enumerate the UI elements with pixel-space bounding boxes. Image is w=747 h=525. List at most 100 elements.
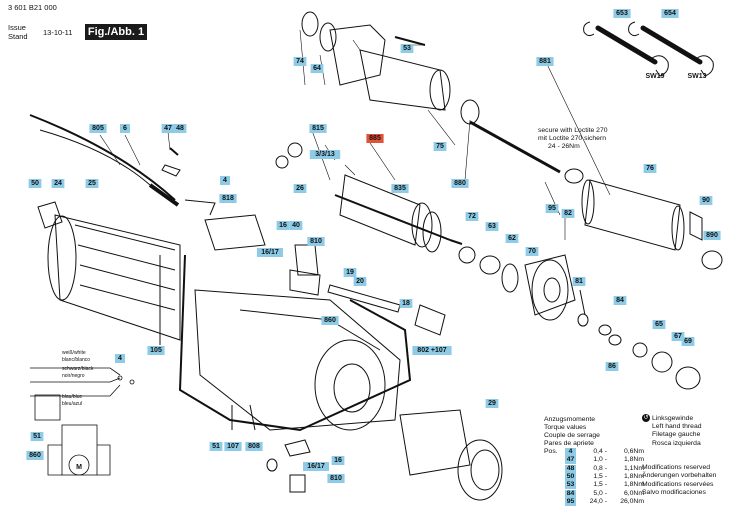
wire-color-label: schwarz/black xyxy=(62,366,94,372)
callout-74: 74 xyxy=(293,57,307,66)
torque-pos: 84 xyxy=(565,489,576,498)
callout-25: 25 xyxy=(85,179,99,188)
callout-M: M xyxy=(76,464,82,471)
callout-64: 64 xyxy=(310,64,324,73)
callout-880: 880 xyxy=(451,179,469,188)
wrench-653 xyxy=(583,21,669,77)
callout-67: 67 xyxy=(671,332,685,341)
svg-text:3/3/13: 3/3/13 xyxy=(315,151,335,158)
svg-text:51: 51 xyxy=(33,433,41,440)
torque-pos: 4 xyxy=(565,448,576,457)
svg-text:20: 20 xyxy=(356,278,364,285)
torque-pos: 47 xyxy=(565,456,576,465)
stand-label: Stand xyxy=(8,32,28,41)
callout-51: 51 xyxy=(209,442,223,451)
svg-text:95: 95 xyxy=(548,205,556,212)
callout-84: 84 xyxy=(613,296,627,305)
callout-90: 90 xyxy=(699,196,713,205)
svg-text:62: 62 xyxy=(508,235,516,242)
svg-text:51: 51 xyxy=(212,443,220,450)
callout-65: 65 xyxy=(652,320,666,329)
svg-text:880: 880 xyxy=(454,180,466,187)
modifications-note: Modifications reserved Änderungen vorbeh… xyxy=(642,464,716,497)
nose-cap-29 xyxy=(399,409,503,501)
left-hand-thread-legend: ↺Linksgewinde Left hand thread Filetage … xyxy=(642,414,702,448)
svg-text:86: 86 xyxy=(608,363,616,370)
svg-text:6: 6 xyxy=(123,125,127,132)
callout-29: 29 xyxy=(485,399,499,408)
callout-86: 86 xyxy=(605,362,619,371)
torque-v2: 0,6Nm xyxy=(623,448,644,456)
svg-text:63: 63 xyxy=(488,223,496,230)
callout-890: 890 xyxy=(703,231,721,240)
svg-text:64: 64 xyxy=(313,65,321,72)
wire-color-label: bleu/azul xyxy=(62,401,82,407)
svg-text:SW13: SW13 xyxy=(687,73,706,80)
callout-881: 881 xyxy=(536,57,554,66)
torque-v2: 1,8Nm xyxy=(623,473,644,481)
callout-802-107: 802 +107 xyxy=(412,346,452,355)
torque-v2: 6,0Nm xyxy=(623,489,644,497)
svg-text:40: 40 xyxy=(292,222,300,229)
callout-810: 810 xyxy=(307,237,325,246)
torque-v1: 24,0 - xyxy=(589,497,607,505)
svg-text:18: 18 xyxy=(402,300,410,307)
torque-pos: 48 xyxy=(565,464,576,473)
wiring-schematic xyxy=(30,367,135,476)
svg-text:16/17: 16/17 xyxy=(261,249,279,256)
svg-text:82: 82 xyxy=(564,210,572,217)
callout-48: 48 xyxy=(173,124,187,133)
svg-text:881: 881 xyxy=(539,58,551,65)
svg-text:815: 815 xyxy=(312,125,324,132)
svg-text:890: 890 xyxy=(706,232,718,239)
wire-color-label: weiß/white xyxy=(62,350,86,356)
svg-text:654: 654 xyxy=(664,10,676,17)
callout-16: 16 xyxy=(276,221,290,230)
callout-81: 81 xyxy=(572,277,586,286)
callout-26: 26 xyxy=(293,184,307,193)
torque-title-es: Pares de apriete xyxy=(544,440,594,447)
svg-text:107: 107 xyxy=(227,443,239,450)
mods-es: Salvo modificaciones xyxy=(642,488,706,496)
legend-en: Left hand thread xyxy=(652,423,702,431)
callout-47: 47 xyxy=(161,124,175,133)
callout-53: 53 xyxy=(400,44,414,53)
svg-text:860: 860 xyxy=(324,317,336,324)
svg-text:70: 70 xyxy=(528,248,536,255)
callout-808: 808 xyxy=(245,442,263,451)
callout-16-17: 16/17 xyxy=(303,462,329,471)
callout-76: 76 xyxy=(643,164,657,173)
power-cable-6 xyxy=(29,114,180,207)
torque-title-fr: Couple de serrage xyxy=(544,432,600,439)
torque-table: Anzugsmomente Torque values Couple de se… xyxy=(544,416,644,506)
callout-70: 70 xyxy=(525,247,539,256)
svg-text:69: 69 xyxy=(684,338,692,345)
callout-835: 835 xyxy=(391,184,409,193)
callout-4: 4 xyxy=(220,176,230,185)
svg-text:885: 885 xyxy=(369,135,381,142)
svg-text:81: 81 xyxy=(575,278,583,285)
torque-v1: 1,5 - xyxy=(593,473,607,481)
svg-text:76: 76 xyxy=(646,165,654,172)
callout-653: 653 xyxy=(613,9,631,18)
torque-v2: 1,8Nm xyxy=(623,481,644,489)
torque-title-de: Anzugsmomente xyxy=(544,416,596,423)
svg-text:805: 805 xyxy=(92,125,104,132)
callout-810: 810 xyxy=(327,474,345,483)
callout-SW19: SW19 xyxy=(645,73,664,80)
torque-pos: 95 xyxy=(565,497,576,506)
svg-text:808: 808 xyxy=(248,443,260,450)
svg-text:26: 26 xyxy=(296,185,304,192)
svg-text:48: 48 xyxy=(176,125,184,132)
legend-es: Rosca izquierda xyxy=(652,439,701,447)
svg-text:810: 810 xyxy=(330,475,342,482)
torque-v1: 1,0 - xyxy=(593,456,607,464)
callout-20: 20 xyxy=(353,277,367,286)
callout-815: 815 xyxy=(309,124,327,133)
callout-50: 50 xyxy=(28,179,42,188)
